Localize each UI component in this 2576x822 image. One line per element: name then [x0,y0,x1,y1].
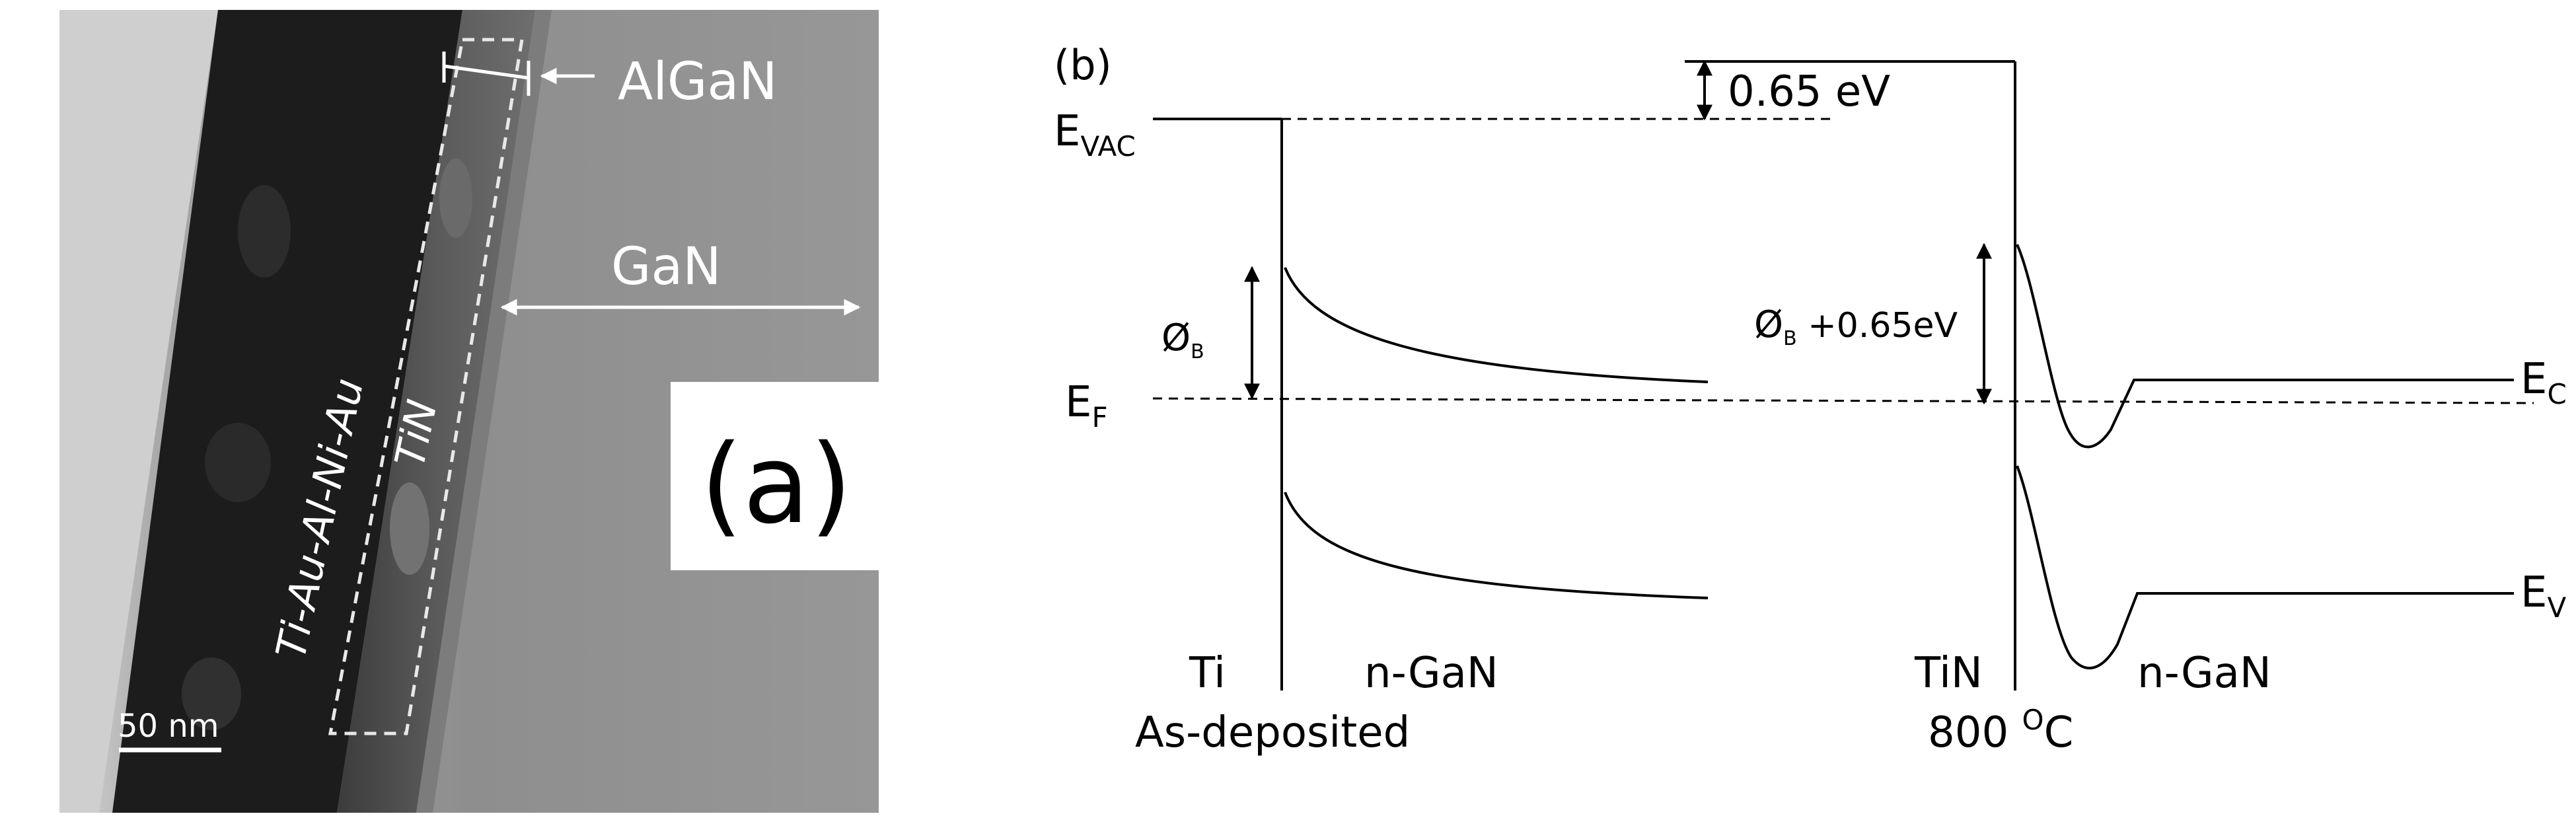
tin-dashed-outline [328,38,524,735]
panel-b-label: (b) [1054,41,1112,89]
scale-bar-label: 50 nm [118,708,219,745]
barrier-right-label: ØB +0.65eV [1754,303,1958,350]
left-metal-label: Ti [1189,649,1226,698]
right-semiconductor-label: n-GaN [2137,649,2271,698]
ec-label: EC [2521,355,2567,410]
metal-stack-layer [112,10,462,813]
fermi-level-dashed [1152,397,2534,404]
ef-label: EF [1065,378,1108,433]
grain-texture [390,482,429,575]
tin-layer [337,10,535,813]
right-metal-label: TiN [1914,649,1983,698]
panel-a-label: (a) [700,421,852,548]
panel-a-tem-image: AlGaN GaN Ti-Au-Al-Ni-Au TiN (a) 50 nm [59,10,882,813]
conduction-band-right [2016,244,2514,449]
evac-label: EVAC [1054,107,1136,163]
gan-label: GaN [611,237,721,297]
right-condition-label: 800 OC [1928,704,2073,757]
grain-texture [205,423,271,502]
algan-layer [416,10,552,813]
left-semiconductor-label: n-GaN [1364,649,1498,698]
tem-left-edge [59,10,218,813]
grain-texture [439,159,472,238]
valence-band-left [1284,492,1709,599]
vacuum-shift-label: 0.65 eV [1728,67,1890,116]
grain-texture [238,185,291,278]
barrier-left-label: ØB [1161,317,1204,363]
valence-band-right [2016,465,2514,670]
conduction-band-left [1284,267,1709,383]
ev-label: EV [2521,568,2566,624]
algan-thickness-bar [443,64,529,80]
panel-b-band-diagram: (b) EVAC EF ØB 0.65 eV ØB +0.65eV EC [1054,41,2567,757]
algan-label: AlGaN [618,52,778,112]
left-condition-label: As-deposited [1135,708,1410,757]
grain-texture [182,657,241,730]
panel-a-label-box [671,382,882,570]
